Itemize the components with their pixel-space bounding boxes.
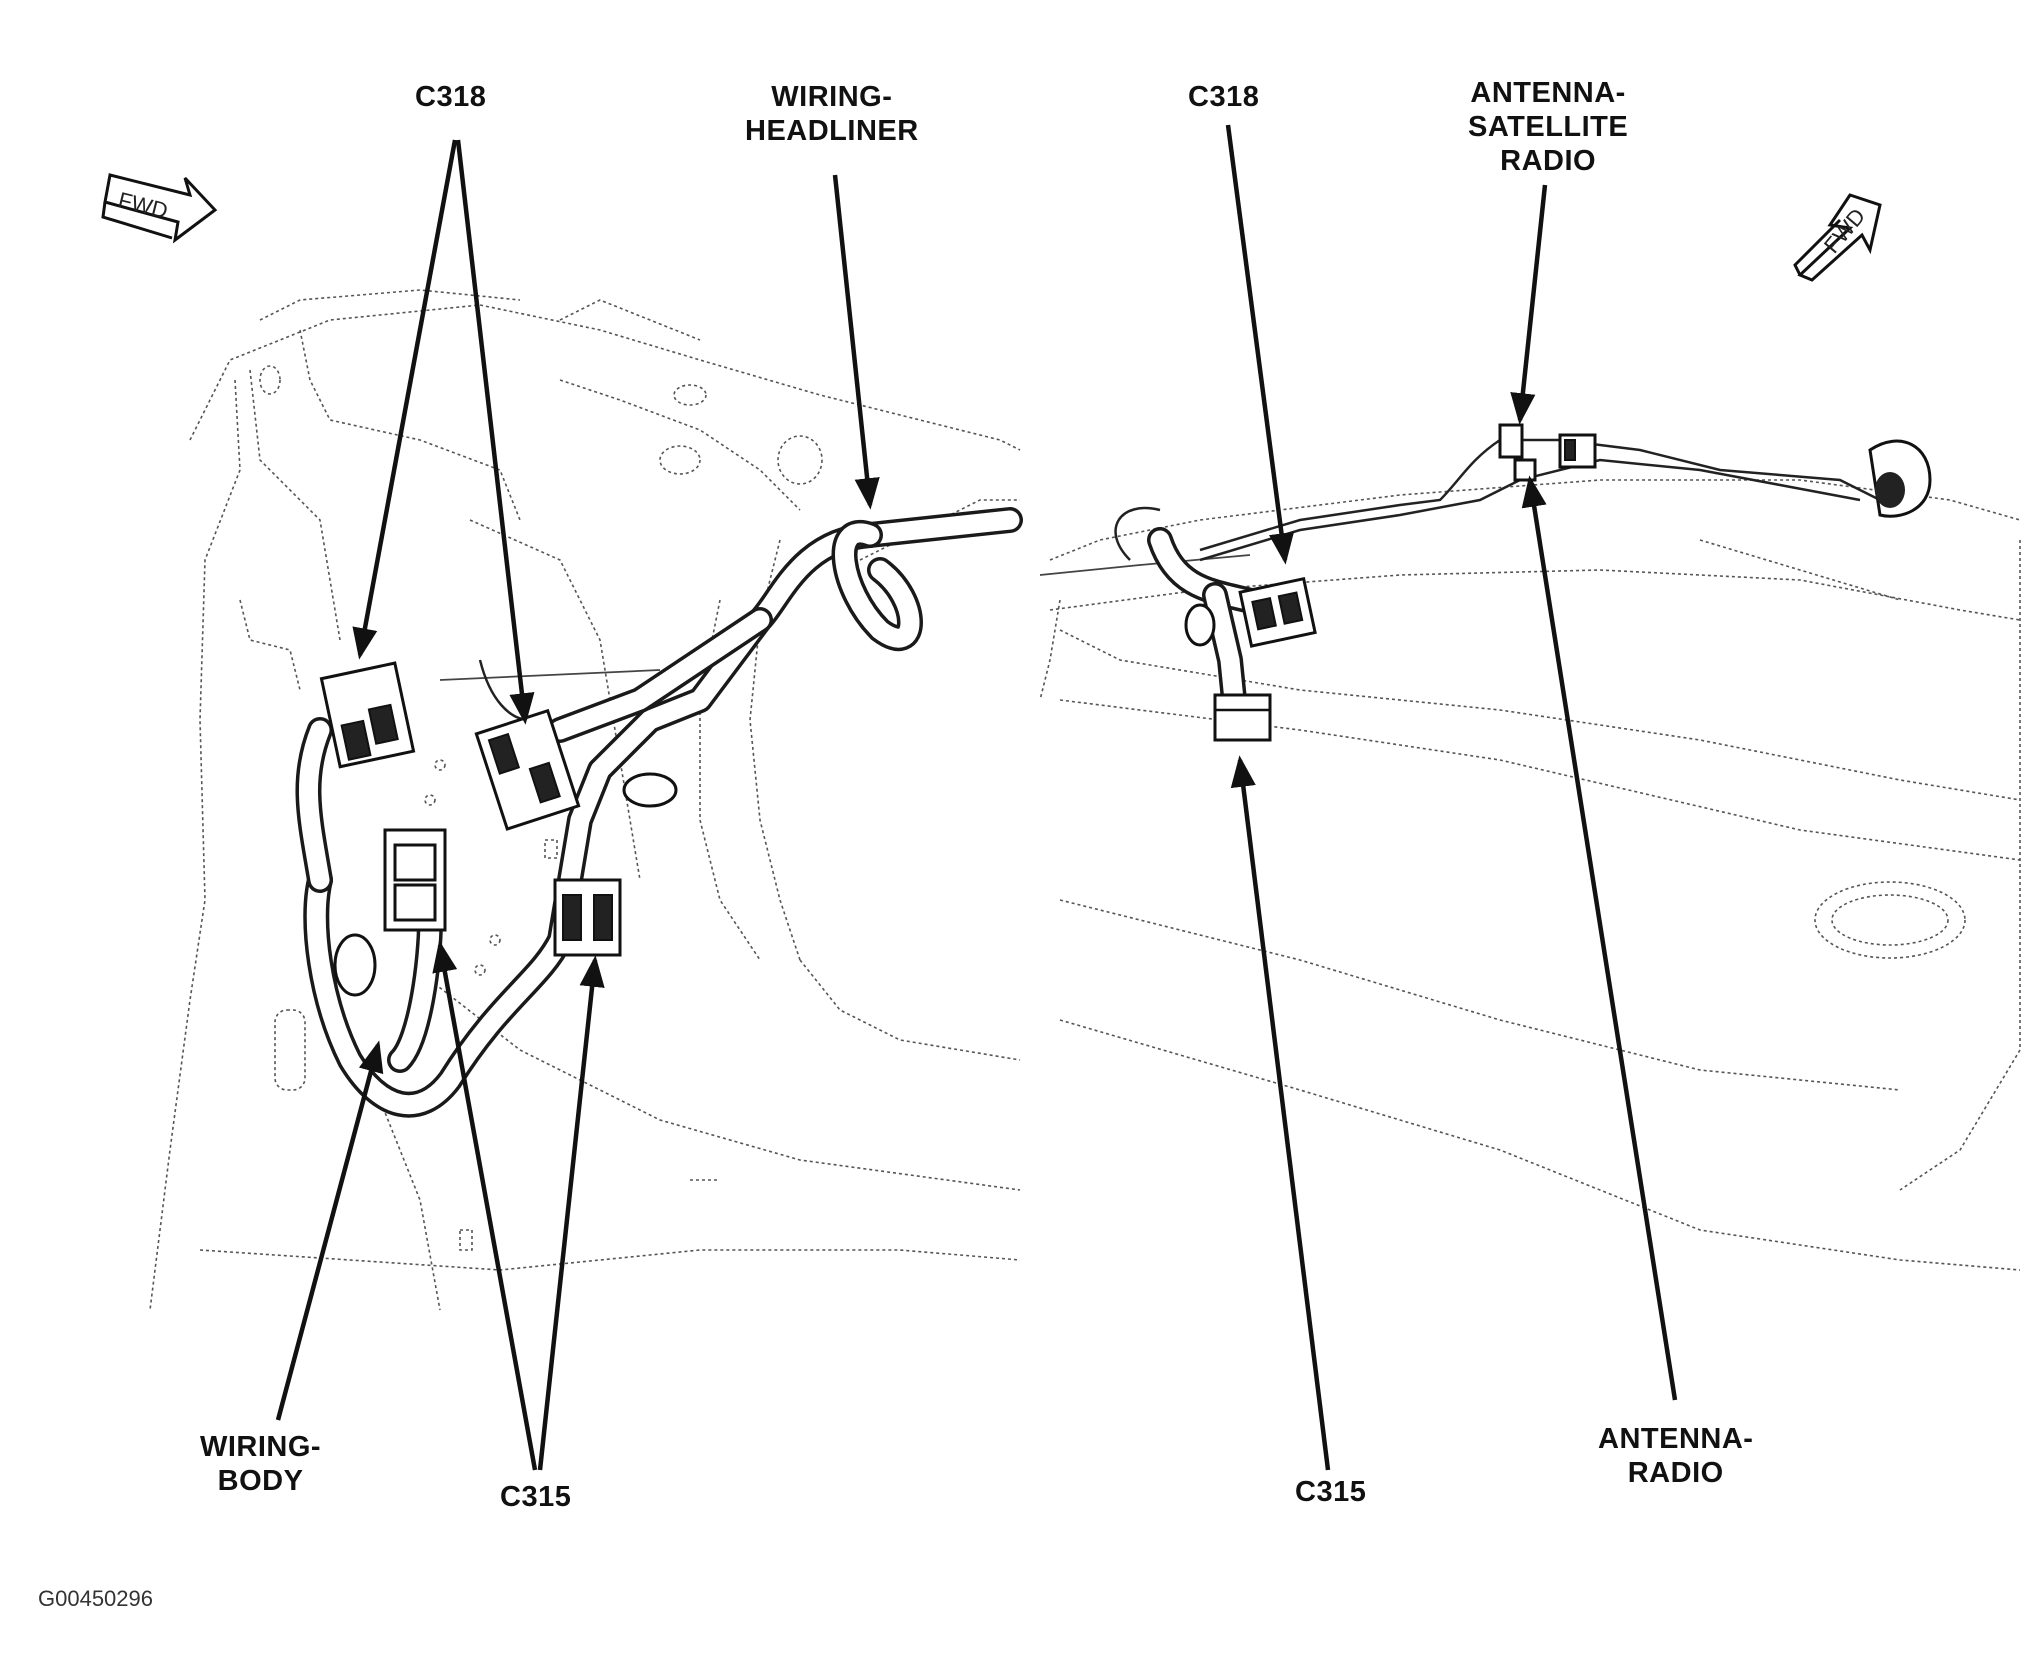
left-view-harness [295, 507, 1023, 1118]
c318-connector-left-a [319, 661, 416, 769]
label-wiring-body: WIRING- BODY [200, 1431, 322, 1497]
satellite-antenna-connector [1498, 423, 1597, 482]
right-view-headliner [1039, 479, 2021, 1271]
c315-connector-right [1213, 693, 1272, 742]
left-view-connectors [319, 661, 622, 957]
fwd-arrow-left: FWD [101, 173, 218, 244]
figure-id: G00450296 [38, 1586, 153, 1611]
right-view-connectors [1213, 423, 1597, 742]
fwd-arrow-right: FWD [1793, 193, 1882, 282]
label-c315-left: C315 [500, 1481, 572, 1513]
label-antenna-satellite-radio: ANTENNA- SATELLITE RADIO [1468, 77, 1629, 177]
c315-connector-left-a [383, 828, 447, 932]
antenna-radio-connector [1868, 439, 1932, 518]
label-wiring-headliner: WIRING- HEADLINER [745, 81, 919, 147]
c315-connector-left-b [553, 878, 622, 957]
label-antenna-radio: ANTENNA- RADIO [1598, 1423, 1754, 1489]
leader-arrows [275, 124, 1678, 1471]
label-c318-right: C318 [1188, 81, 1260, 113]
right-view-harness [1114, 438, 1932, 723]
c318-connector-right [1238, 576, 1317, 648]
label-c315-right: C315 [1295, 1476, 1367, 1508]
c318-connector-left-b [474, 708, 581, 831]
label-c318-left: C318 [415, 81, 487, 113]
